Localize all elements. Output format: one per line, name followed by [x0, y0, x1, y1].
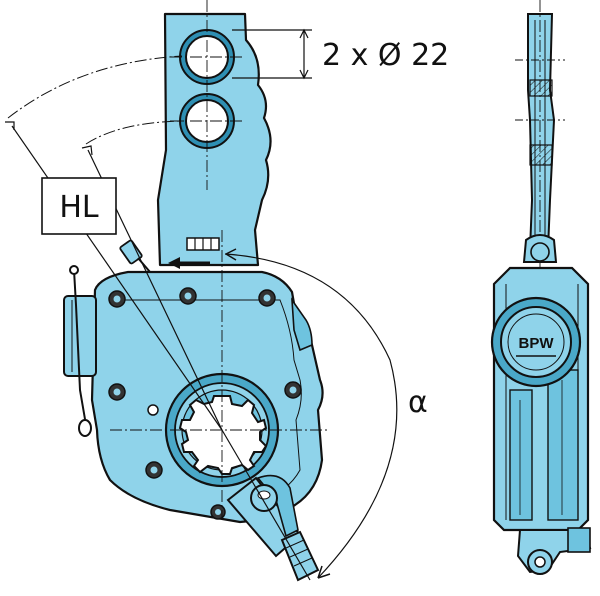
front-view: HL 2 x Ø 22 α — [5, 0, 449, 582]
grease-nipple — [119, 239, 151, 273]
housing-bolts — [108, 287, 302, 520]
angle-label: α — [408, 385, 428, 420]
side-view: BPW — [490, 0, 592, 575]
center-lines — [110, 0, 330, 520]
hatch-section-2 — [529, 144, 553, 166]
side-eyelet — [516, 527, 592, 575]
locking-pin — [69, 265, 92, 437]
spline-teeth — [178, 395, 268, 475]
hatch-section-1 — [529, 79, 553, 97]
worm-assembly — [226, 474, 320, 582]
adjust-indicator — [168, 237, 220, 269]
logo-text: BPW — [519, 335, 555, 352]
hole-spec-label: 2 x Ø 22 — [322, 38, 449, 73]
side-lever — [527, 13, 556, 251]
housing-flange — [291, 297, 313, 352]
side-bracket — [63, 295, 97, 377]
hole-spec-dimension — [232, 28, 312, 80]
angle-arc — [224, 248, 398, 579]
bpw-logo: BPW — [490, 296, 582, 388]
hl-label: HL — [59, 190, 99, 225]
hl-label-box — [41, 177, 117, 235]
